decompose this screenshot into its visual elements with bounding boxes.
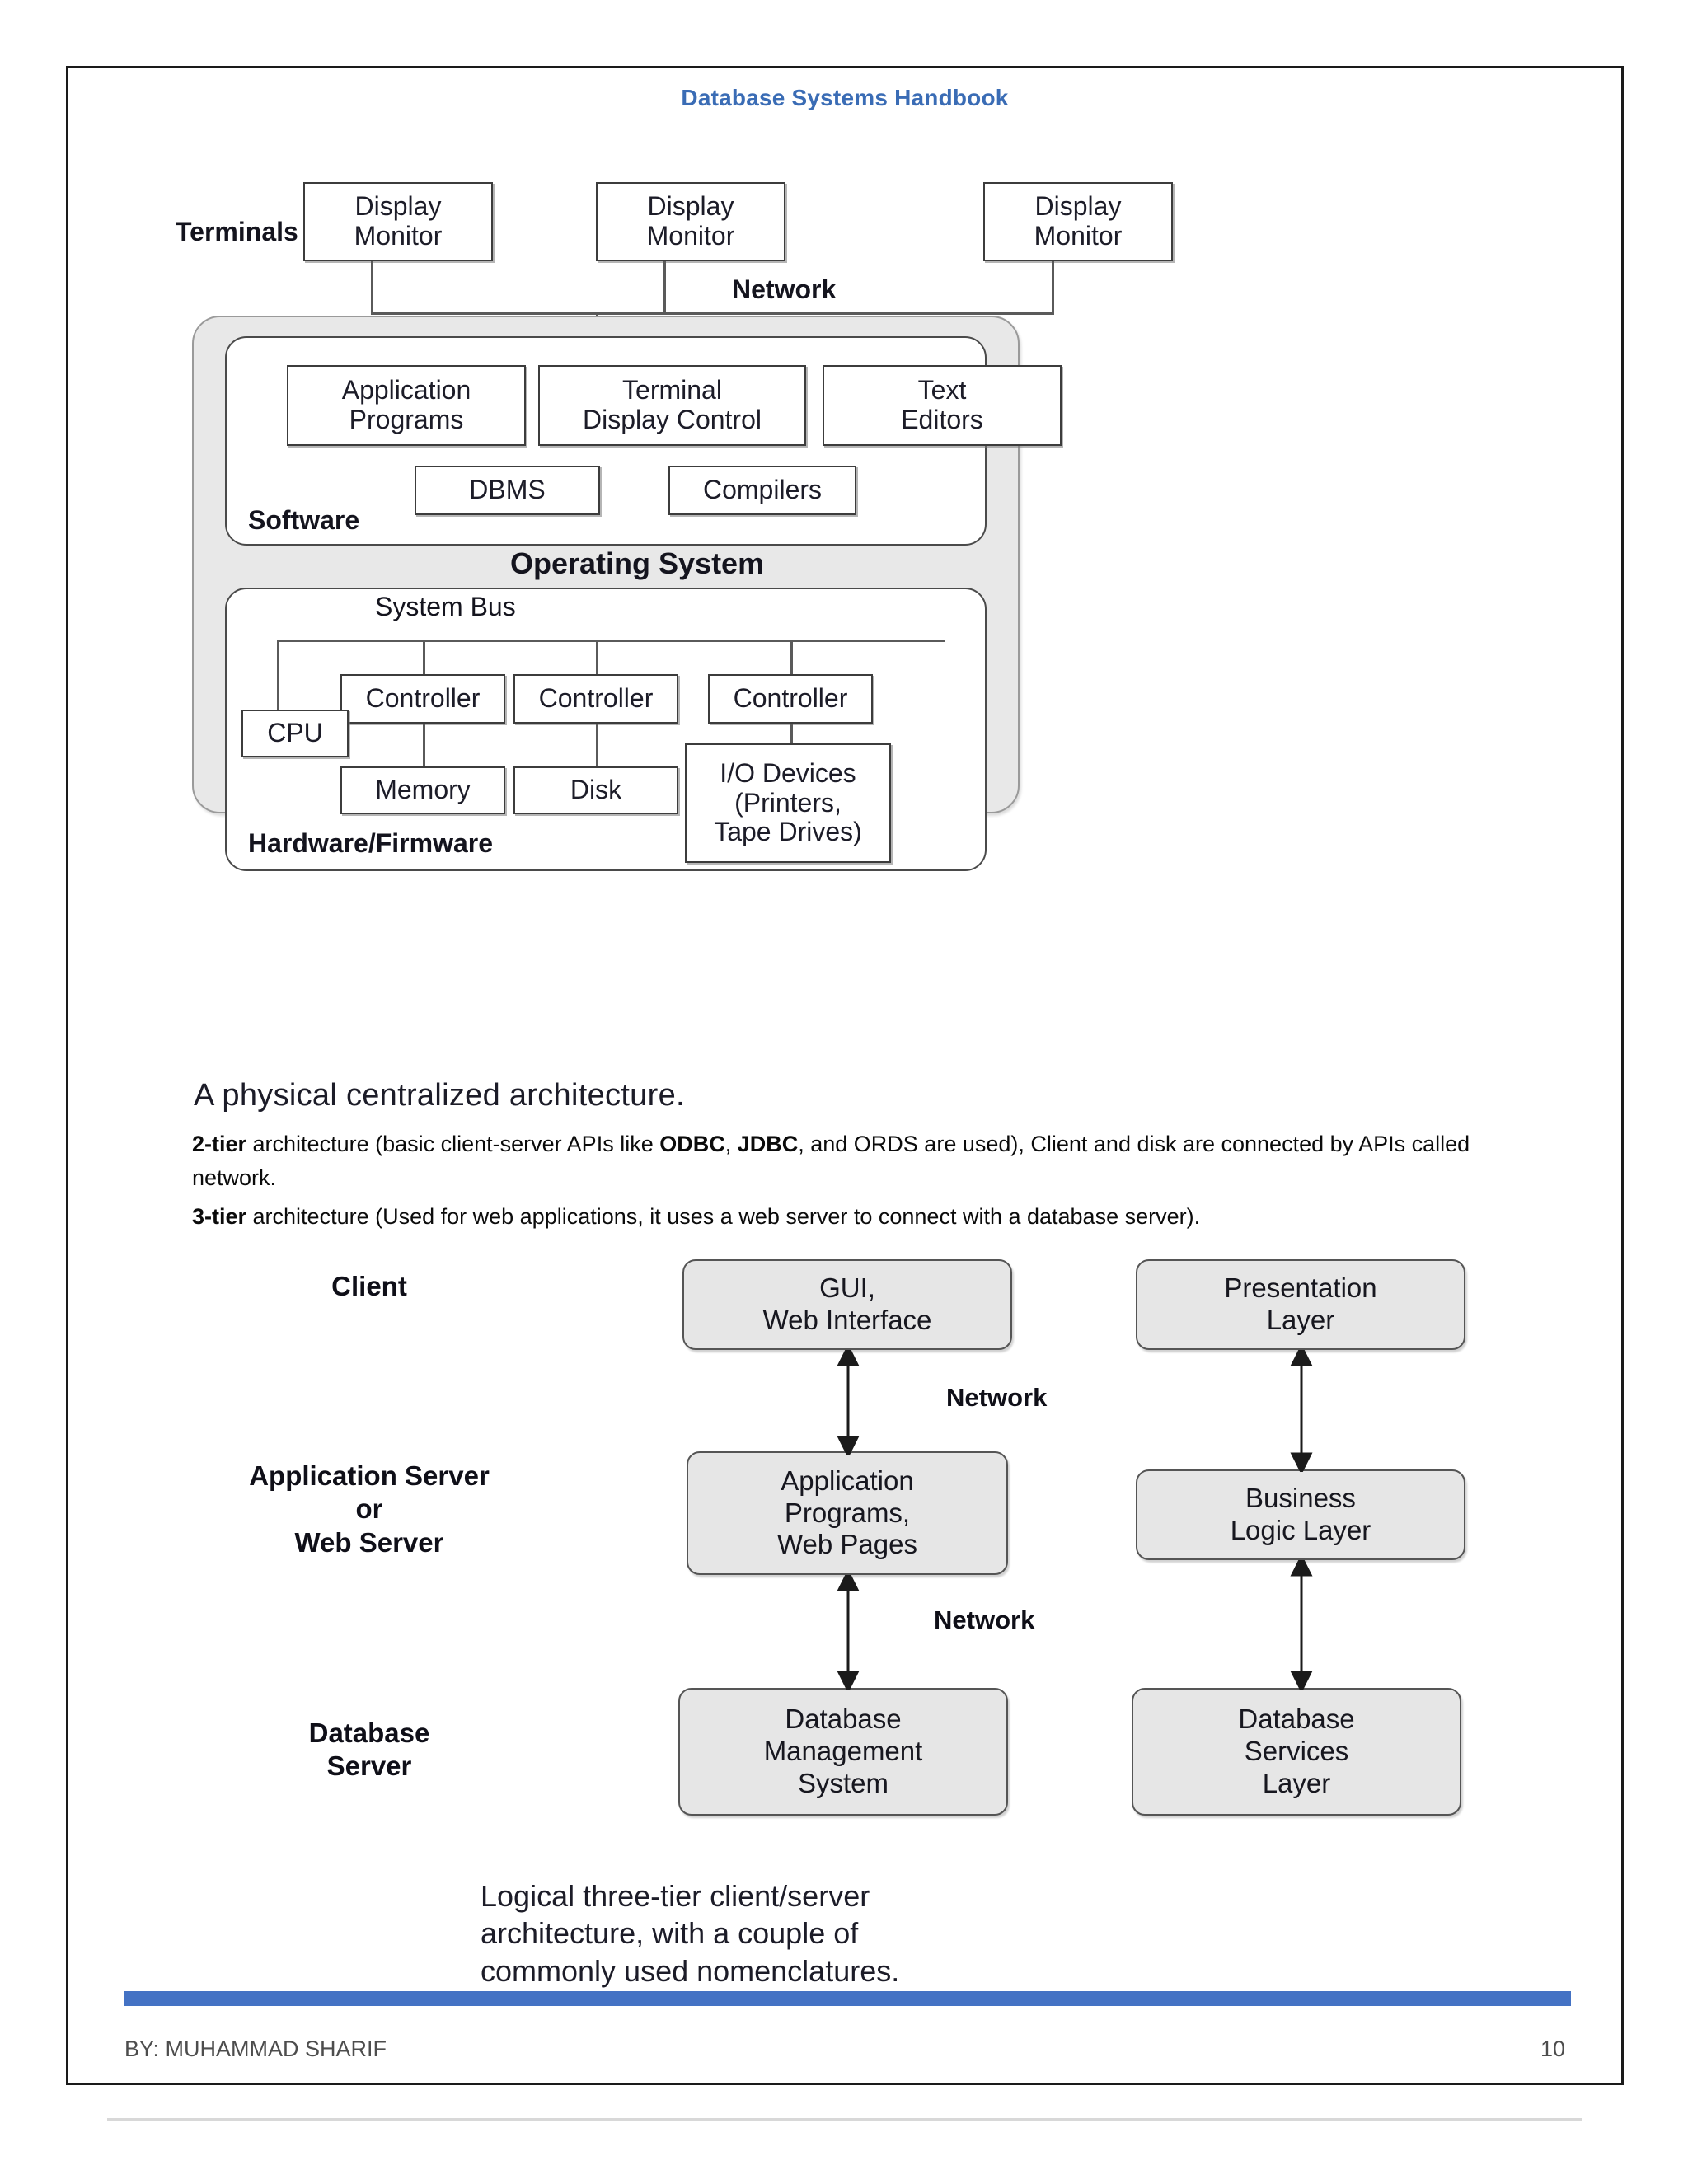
jdbc-term: JDBC — [737, 1132, 799, 1156]
software-box-terminal-display-control: Terminal Display Control — [538, 365, 806, 446]
network-bus-line — [371, 312, 1054, 315]
hardware-box-disk: Disk — [513, 766, 678, 814]
2-tier-lead: 2-tier — [192, 1132, 247, 1156]
hardware-box-controller-2: Controller — [513, 674, 678, 724]
tier-box-database-services-layer: Database Services Layer — [1132, 1688, 1461, 1816]
hardware-box-cpu: CPU — [241, 710, 349, 757]
tier-box-database-management-system: Database Management System — [678, 1688, 1008, 1816]
terminal-display-monitor-1: Display Monitor — [303, 182, 493, 261]
terminals-label: Terminals — [176, 217, 298, 246]
hardware-firmware-label: Hardware/Firmware — [248, 828, 494, 858]
figure-caption-centralized: A physical centralized architecture. — [194, 1078, 685, 1113]
terminal-display-monitor-3: Display Monitor — [983, 182, 1173, 261]
paragraph-3-tier: 3-tier architecture (Used for web applic… — [192, 1200, 1511, 1234]
footer-author: BY: MUHAMMAD SHARIF — [124, 2036, 387, 2061]
monitor1-drop-line — [371, 261, 373, 312]
bus-to-controller1-line — [423, 640, 425, 674]
system-bus-label: System Bus — [375, 592, 516, 621]
arrow-right-presentation-to-business — [1290, 1350, 1313, 1472]
network-label: Network — [732, 274, 837, 304]
tier-label-database-server: Database Server — [308, 1718, 430, 1782]
tier-box-application-programs-web-pages: Application Programs, Web Pages — [687, 1451, 1008, 1575]
3-tier-lead: 3-tier — [192, 1204, 247, 1230]
bus-to-controller3-line — [790, 640, 793, 674]
hardware-box-controller-3: Controller — [708, 674, 873, 724]
controller1-to-memory-line — [423, 724, 425, 766]
2-tier-text-a: architecture (basic client-server APIs l… — [246, 1132, 660, 1156]
bus-to-controller2-line — [596, 640, 598, 674]
terminal-display-monitor-2: Display Monitor — [596, 182, 785, 261]
monitor2-drop-line — [663, 261, 666, 312]
software-box-application-programs: Application Programs — [287, 365, 526, 446]
figure-physical-centralized-architecture: Terminals Display Monitor Display Monito… — [68, 159, 1626, 1090]
arrow-right-business-to-dbservices — [1290, 1560, 1313, 1690]
tier-box-presentation-layer: Presentation Layer — [1136, 1259, 1465, 1350]
bus-to-cpu-line — [277, 640, 279, 710]
figure-caption-three-tier: Logical three-tier client/server archite… — [481, 1879, 900, 1988]
controller2-to-disk-line — [596, 724, 598, 766]
tier-box-business-logic-layer: Business Logic Layer — [1136, 1469, 1465, 1560]
hardware-box-controller-1: Controller — [340, 674, 505, 724]
software-box-dbms: DBMS — [415, 466, 600, 515]
network-label-upper: Network — [946, 1383, 1048, 1412]
software-box-text-editors: Text Editors — [823, 365, 1062, 446]
paragraph-2-tier: 2-tier architecture (basic client-server… — [192, 1127, 1511, 1195]
bottom-rule — [107, 2118, 1582, 2121]
controller3-to-io-line — [790, 724, 793, 743]
software-box-compilers: Compilers — [668, 466, 856, 515]
footer-page-number: 10 — [1540, 2036, 1565, 2061]
2-tier-text-c: , and ORDS are used), Client and disk ar… — [192, 1132, 1470, 1191]
monitor3-drop-line — [1052, 261, 1054, 312]
hardware-box-memory: Memory — [340, 766, 505, 814]
odbc-term: ODBC — [659, 1132, 725, 1156]
arrow-left-appserver-to-dbserver — [837, 1575, 860, 1690]
software-label: Software — [248, 505, 360, 535]
hardware-box-io-devices: I/O Devices (Printers, Tape Drives) — [685, 743, 891, 863]
tier-label-client: Client — [331, 1271, 407, 1301]
3-tier-text: architecture (Used for web applications,… — [246, 1204, 1201, 1230]
arrow-left-client-to-appserver — [837, 1350, 860, 1455]
tier-box-gui-web-interface: GUI, Web Interface — [682, 1259, 1012, 1350]
footer-accent-bar — [124, 1991, 1571, 2006]
comma-sep: , — [724, 1132, 738, 1156]
network-label-lower: Network — [934, 1605, 1035, 1634]
tier-label-application-server: Application Server or Web Server — [249, 1460, 490, 1558]
page-frame: Database Systems Handbook Terminals Disp… — [66, 66, 1624, 2085]
body-text-block: 2-tier architecture (basic client-server… — [192, 1127, 1511, 1239]
system-bus-line — [277, 640, 945, 642]
operating-system-label: Operating System — [510, 546, 765, 580]
page-title: Database Systems Handbook — [681, 85, 1009, 110]
figure-logical-three-tier-architecture: Client Application Server or Web Server … — [68, 1222, 1626, 2046]
